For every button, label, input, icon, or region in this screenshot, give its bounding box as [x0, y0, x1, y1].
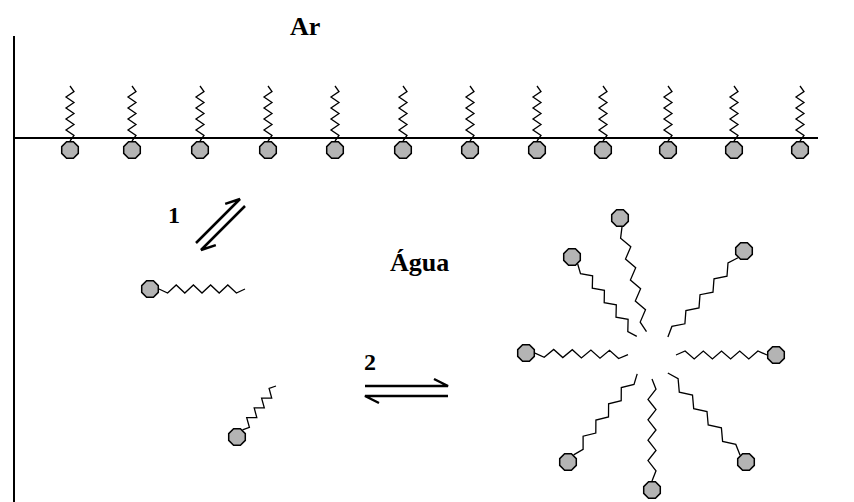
phase-label: Ar — [290, 14, 320, 40]
hydrocarbon-tail — [196, 86, 204, 141]
hydrocarbon-tail — [664, 86, 672, 141]
hydrocarbon-tail — [66, 86, 74, 141]
hydrocarbon-tail — [159, 285, 245, 293]
polar-head — [564, 249, 581, 266]
polar-head — [124, 142, 141, 159]
phase-label: Água — [390, 250, 449, 276]
polar-head — [462, 142, 479, 159]
hydrocarbon-tail — [578, 264, 637, 336]
hydrocarbon-tail — [796, 86, 804, 141]
polar-head — [726, 142, 743, 159]
polar-head — [612, 210, 629, 227]
hydrocarbon-tail — [331, 86, 339, 141]
polar-head — [560, 454, 577, 471]
polar-head — [768, 347, 785, 364]
polar-head — [644, 482, 661, 499]
polar-head — [327, 142, 344, 159]
hydrocarbon-tail — [599, 86, 607, 141]
polar-head — [62, 142, 79, 159]
polar-head — [595, 142, 612, 159]
polar-head — [660, 142, 677, 159]
hydrocarbon-tail — [535, 349, 628, 358]
polar-head — [395, 142, 412, 159]
equilibrium-harpoon — [201, 206, 245, 250]
equilibrium-number: 2 — [364, 350, 376, 374]
hydrocarbon-tail — [668, 373, 740, 455]
hydrocarbon-tail — [676, 351, 767, 359]
polar-head — [518, 345, 535, 362]
polar-head — [736, 243, 753, 260]
hydrocarbon-tail — [264, 86, 272, 141]
polar-head — [260, 142, 277, 159]
hydrocarbon-tail — [668, 258, 738, 337]
equilibrium-arrows — [196, 199, 448, 403]
polar-head — [229, 429, 246, 446]
polar-head — [142, 281, 159, 298]
hydrocarbon-tail — [621, 227, 647, 332]
hydrocarbon-tail — [730, 86, 738, 141]
hydrocarbon-tail — [399, 86, 407, 141]
polar-head — [738, 454, 755, 471]
equilibrium-number: 1 — [168, 203, 180, 227]
hydrocarbon-tail — [648, 379, 656, 481]
hydrocarbon-tail — [243, 386, 277, 430]
polar-head — [192, 142, 209, 159]
polar-head — [792, 142, 809, 159]
hydrocarbon-tail — [533, 86, 541, 141]
equilibrium-harpoon — [365, 379, 448, 386]
container-wall — [13, 36, 15, 502]
surfactant-molecules — [62, 86, 809, 498]
hydrocarbon-tail — [128, 86, 136, 141]
hydrocarbon-tail — [574, 374, 638, 455]
equilibrium-harpoon — [365, 396, 448, 403]
hydrocarbon-tail — [466, 86, 474, 141]
polar-head — [529, 142, 546, 159]
equilibrium-harpoon — [196, 199, 240, 243]
